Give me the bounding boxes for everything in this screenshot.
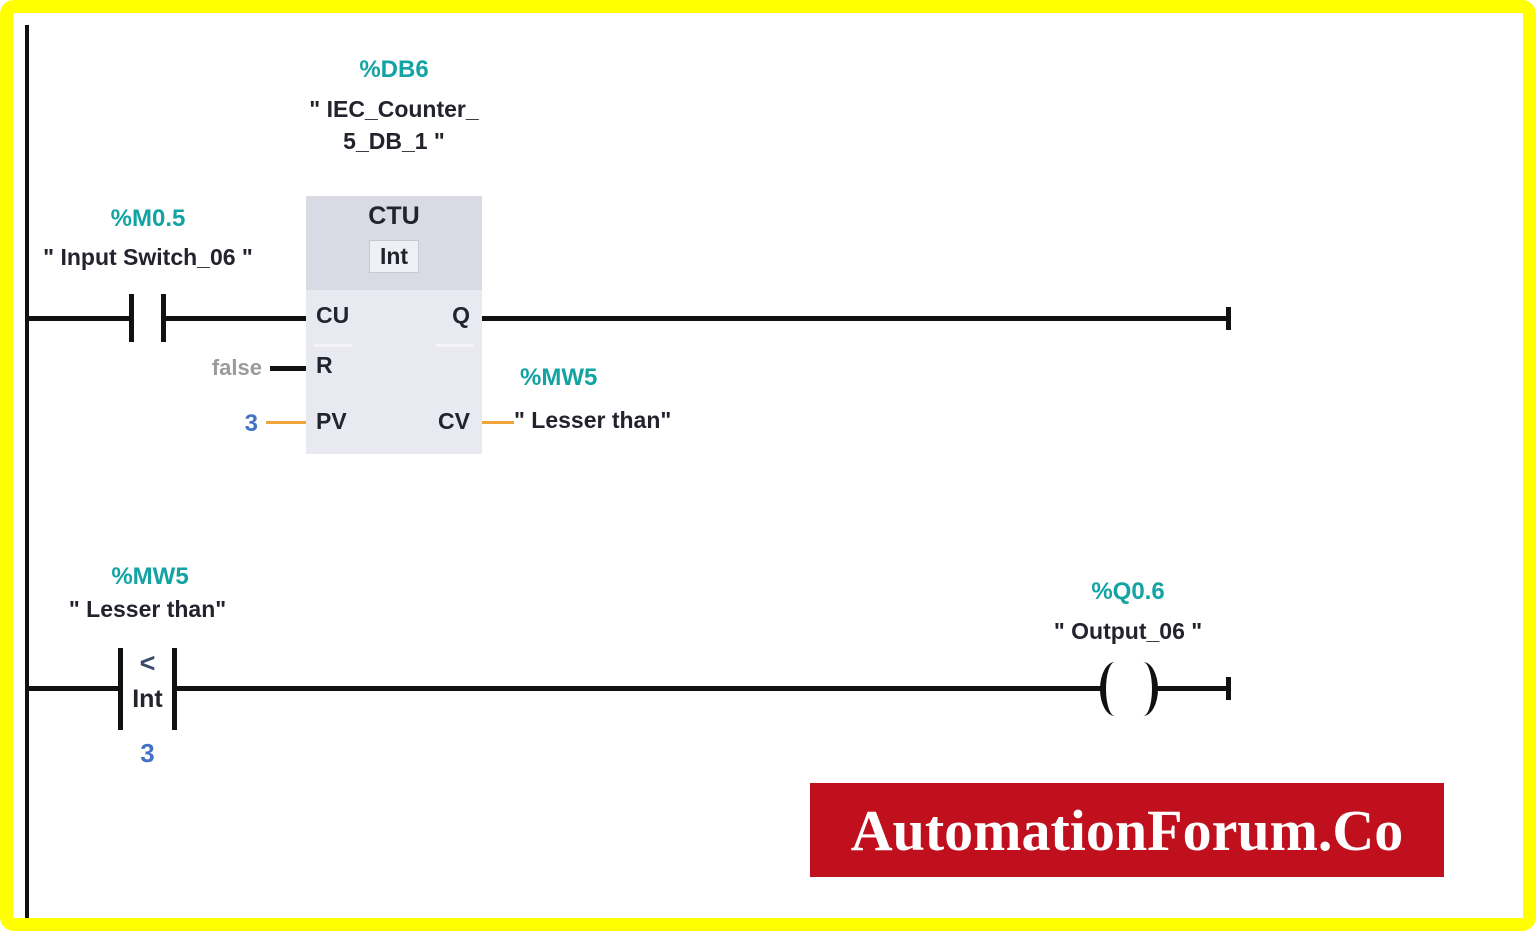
rung2-wire-right bbox=[1156, 686, 1230, 691]
cv-operand-address[interactable]: %MW5 bbox=[520, 364, 598, 391]
port-cu-label[interactable]: CU bbox=[316, 302, 350, 328]
comparator-data-type[interactable]: Int bbox=[132, 685, 163, 713]
port-cv-label[interactable]: CV bbox=[438, 408, 470, 434]
rung1-end-stop bbox=[1226, 307, 1231, 330]
ctu-data-type[interactable]: Int bbox=[368, 240, 420, 273]
power-rail bbox=[25, 25, 29, 919]
r-input-value[interactable]: false bbox=[211, 355, 262, 380]
port-r-label[interactable]: R bbox=[316, 352, 333, 378]
contact-bar-left[interactable] bbox=[129, 294, 134, 342]
separator bbox=[314, 344, 352, 347]
rung2-wire-middle bbox=[177, 686, 1103, 691]
comparator-address[interactable]: %MW5 bbox=[111, 563, 189, 590]
pv-input-value[interactable]: 3 bbox=[244, 410, 258, 437]
r-input-wire bbox=[270, 366, 306, 371]
contact-bar-right[interactable] bbox=[161, 294, 166, 342]
db-name-line1[interactable]: " IEC_Counter_ bbox=[309, 96, 479, 122]
comparator-value[interactable]: 3 bbox=[140, 738, 155, 768]
cv-output-wire bbox=[482, 421, 514, 424]
rung1-wire-left bbox=[25, 316, 131, 321]
coil-address[interactable]: %Q0.6 bbox=[1091, 578, 1165, 605]
coil-paren-left[interactable] bbox=[1100, 662, 1130, 716]
coil-tag-name[interactable]: " Output_06 " bbox=[1053, 618, 1203, 644]
rung1-wire-to-block bbox=[166, 316, 306, 321]
comparator-operator[interactable]: < bbox=[139, 648, 156, 678]
pv-input-wire bbox=[266, 421, 306, 424]
q-output-wire bbox=[482, 316, 1230, 321]
watermark-banner: AutomationForum.Co bbox=[810, 783, 1444, 877]
coil-paren-right[interactable] bbox=[1128, 662, 1158, 716]
db-address[interactable]: %DB6 bbox=[359, 56, 429, 83]
comparator-bar-right[interactable] bbox=[172, 648, 177, 730]
watermark-text: AutomationForum.Co bbox=[850, 797, 1404, 863]
port-q-label[interactable]: Q bbox=[452, 302, 470, 328]
contact-address[interactable]: %M0.5 bbox=[110, 205, 186, 232]
db-name-line2[interactable]: 5_DB_1 " bbox=[343, 128, 445, 154]
contact-tag-name[interactable]: " Input Switch_06 " bbox=[43, 244, 253, 270]
ctu-block-title: CTU bbox=[368, 202, 420, 230]
comparator-tag-name[interactable]: " Lesser than" bbox=[68, 596, 227, 622]
port-pv-label[interactable]: PV bbox=[316, 408, 347, 434]
rung2-wire-left bbox=[25, 686, 120, 691]
ctu-counter-block[interactable]: CTU Int CU R PV Q CV bbox=[306, 196, 482, 454]
separator bbox=[436, 344, 474, 347]
cv-operand-name[interactable]: " Lesser than" bbox=[514, 407, 672, 433]
rung2-end-stop bbox=[1226, 677, 1231, 700]
comparator-bar-left[interactable] bbox=[118, 648, 123, 730]
